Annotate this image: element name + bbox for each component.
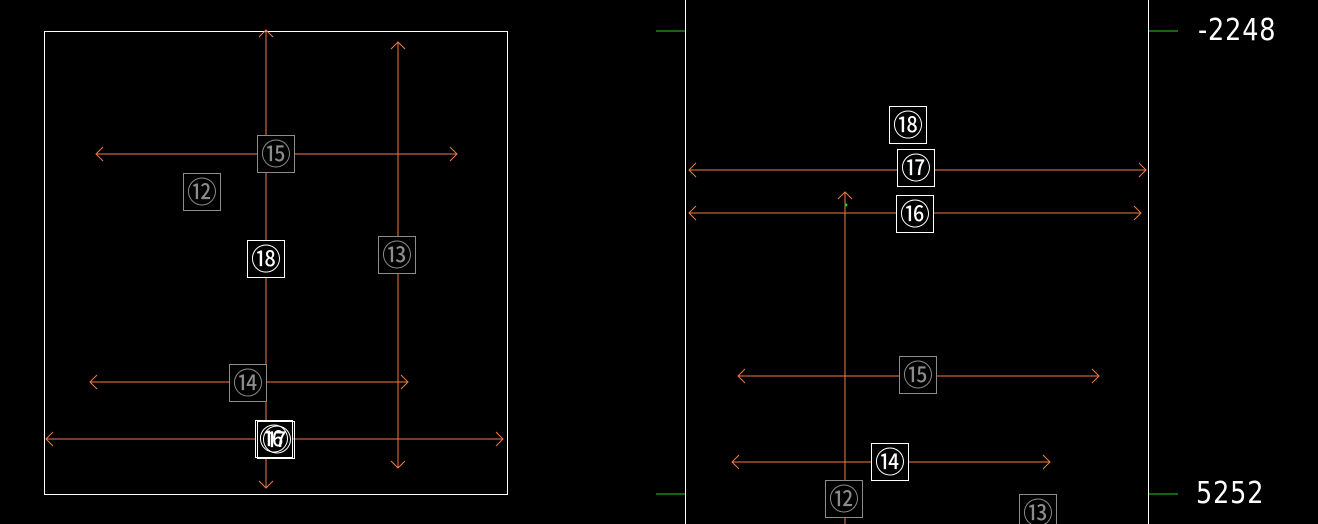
marker-13[interactable]: ⑬ [1019,494,1057,524]
marker-label: ⑬ [1023,497,1053,524]
right-view: ⑱ ⑰ ⑯ ⑮ ⑭ ⑫ ⑬ [656,0,1178,524]
marker-label: ⑬ [382,239,412,274]
level-label-top: -2248 [1198,13,1277,48]
marker-label: ⑯ [900,198,930,233]
marker-label: ⑰ [262,424,292,459]
marker-label: ⑫ [187,176,217,211]
marker-12[interactable]: ⑫ [183,173,221,212]
marker-12[interactable]: ⑫ [825,480,863,519]
marker-label: ⑮ [903,359,933,394]
marker-label: ⑭ [233,367,263,402]
marker-label: ⑰ [901,152,931,187]
marker-label: ⑫ [829,483,859,518]
marker-label: ⑱ [893,109,923,144]
marker-18[interactable]: ⑱ [889,106,927,145]
marker-label: ⑱ [251,243,281,278]
marker-17[interactable]: ⑰ [897,149,935,188]
snap-point [844,203,848,207]
marker-label: ⑭ [875,446,905,481]
marker-16[interactable]: ⑯ [896,195,934,234]
marker-14[interactable]: ⑭ [871,443,909,482]
marker-18[interactable]: ⑱ [247,240,285,279]
marker-label: ⑯ [259,423,289,458]
marker-16[interactable]: ⑯ [255,420,293,459]
marker-14[interactable]: ⑭ [229,364,267,403]
marker-17[interactable]: ⑰ [257,421,295,460]
left-view-frame [44,31,508,495]
marker-label: ⑮ [261,138,291,173]
marker-13[interactable]: ⑬ [378,236,416,275]
level-label-bottom: 5252 [1196,476,1265,511]
marker-15[interactable]: ⑮ [899,356,937,395]
marker-15[interactable]: ⑮ [257,135,295,174]
dimension-line[interactable] [837,191,853,524]
left-view: ⑫ ⑬ ⑭ ⑮ ⑯ ⑰ ⑱ [44,29,508,495]
